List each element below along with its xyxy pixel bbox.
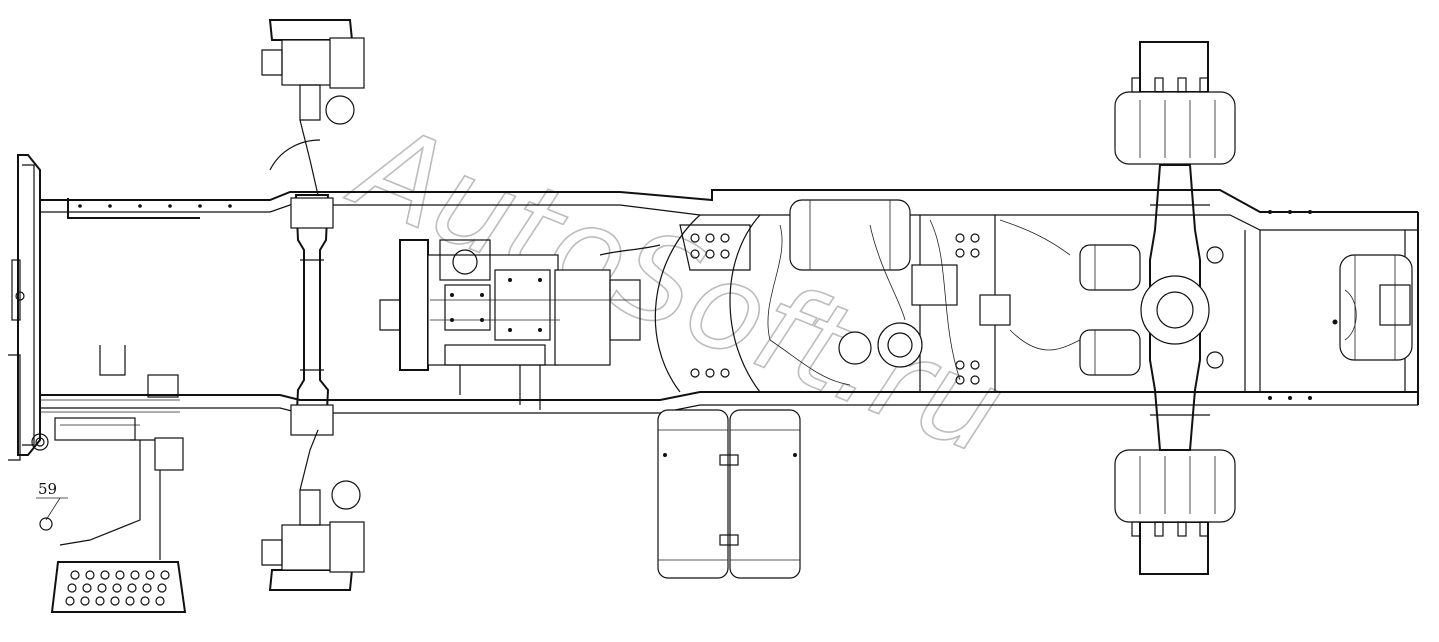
air-reservoirs — [657, 409, 801, 579]
rear-tank — [1332, 254, 1413, 361]
rear-axle — [1079, 41, 1236, 575]
front-axle — [261, 19, 365, 591]
frame-rails — [40, 189, 1419, 414]
callout-59: 59 — [36, 480, 68, 531]
mid-section — [679, 199, 1081, 386]
engine-gearbox — [379, 239, 661, 410]
callout-59-label: 59 — [38, 480, 57, 498]
battery-step — [40, 345, 187, 613]
front-bumper — [8, 154, 49, 461]
